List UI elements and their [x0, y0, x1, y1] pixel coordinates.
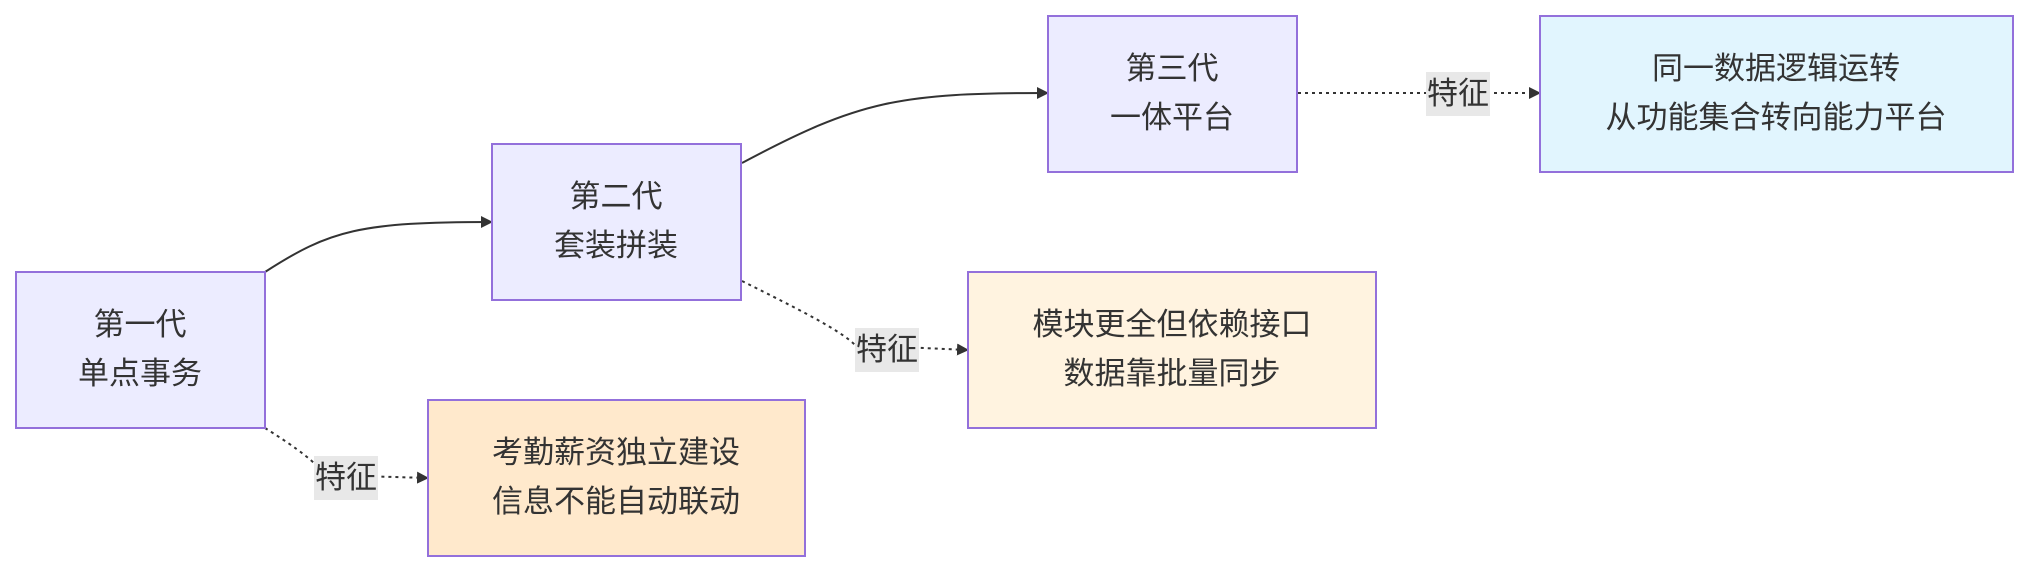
node-gen2-line1: 第二代 — [570, 179, 663, 215]
node-feature3-line2: 从功能集合转向能力平台 — [1606, 100, 1947, 136]
node-feature2-line2: 数据靠批量同步 — [1064, 356, 1281, 392]
node-gen1-line1: 第一代 — [94, 307, 187, 343]
edge-label-feature2-text: 特征 — [856, 332, 918, 368]
edge-label-feature1-text: 特征 — [315, 460, 377, 496]
node-feature3: 同一数据逻辑运转 从功能集合转向能力平台 — [1539, 15, 2014, 173]
node-feature1-line2: 信息不能自动联动 — [492, 484, 740, 520]
edge-label-feature3: 特征 — [1426, 72, 1490, 116]
edge-gen2-to-feature2 — [741, 280, 969, 356]
node-gen3-line2: 一体平台 — [1110, 100, 1234, 136]
node-gen2-line2: 套装拼装 — [554, 228, 678, 264]
node-gen3: 第三代 一体平台 — [1047, 15, 1298, 173]
node-gen2: 第二代 套装拼装 — [491, 143, 742, 301]
node-gen1-line2: 单点事务 — [78, 356, 202, 392]
node-gen3-line1: 第三代 — [1126, 51, 1219, 87]
node-feature3-line1: 同一数据逻辑运转 — [1652, 51, 1900, 87]
node-feature1: 考勤薪资独立建设 信息不能自动联动 — [427, 399, 806, 557]
edge-label-feature2: 特征 — [855, 328, 919, 372]
edge-gen2-to-gen3 — [741, 87, 1049, 164]
node-feature1-line1: 考勤薪资独立建设 — [492, 435, 740, 471]
node-feature2-line1: 模块更全但依赖接口 — [1033, 307, 1312, 343]
edge-label-feature1: 特征 — [314, 456, 378, 500]
node-gen1: 第一代 单点事务 — [15, 271, 266, 429]
edge-gen1-to-gen2 — [264, 216, 493, 273]
edge-gen1-to-feature1 — [264, 427, 429, 484]
edge-label-feature3-text: 特征 — [1427, 76, 1489, 112]
node-feature2: 模块更全但依赖接口 数据靠批量同步 — [967, 271, 1377, 429]
